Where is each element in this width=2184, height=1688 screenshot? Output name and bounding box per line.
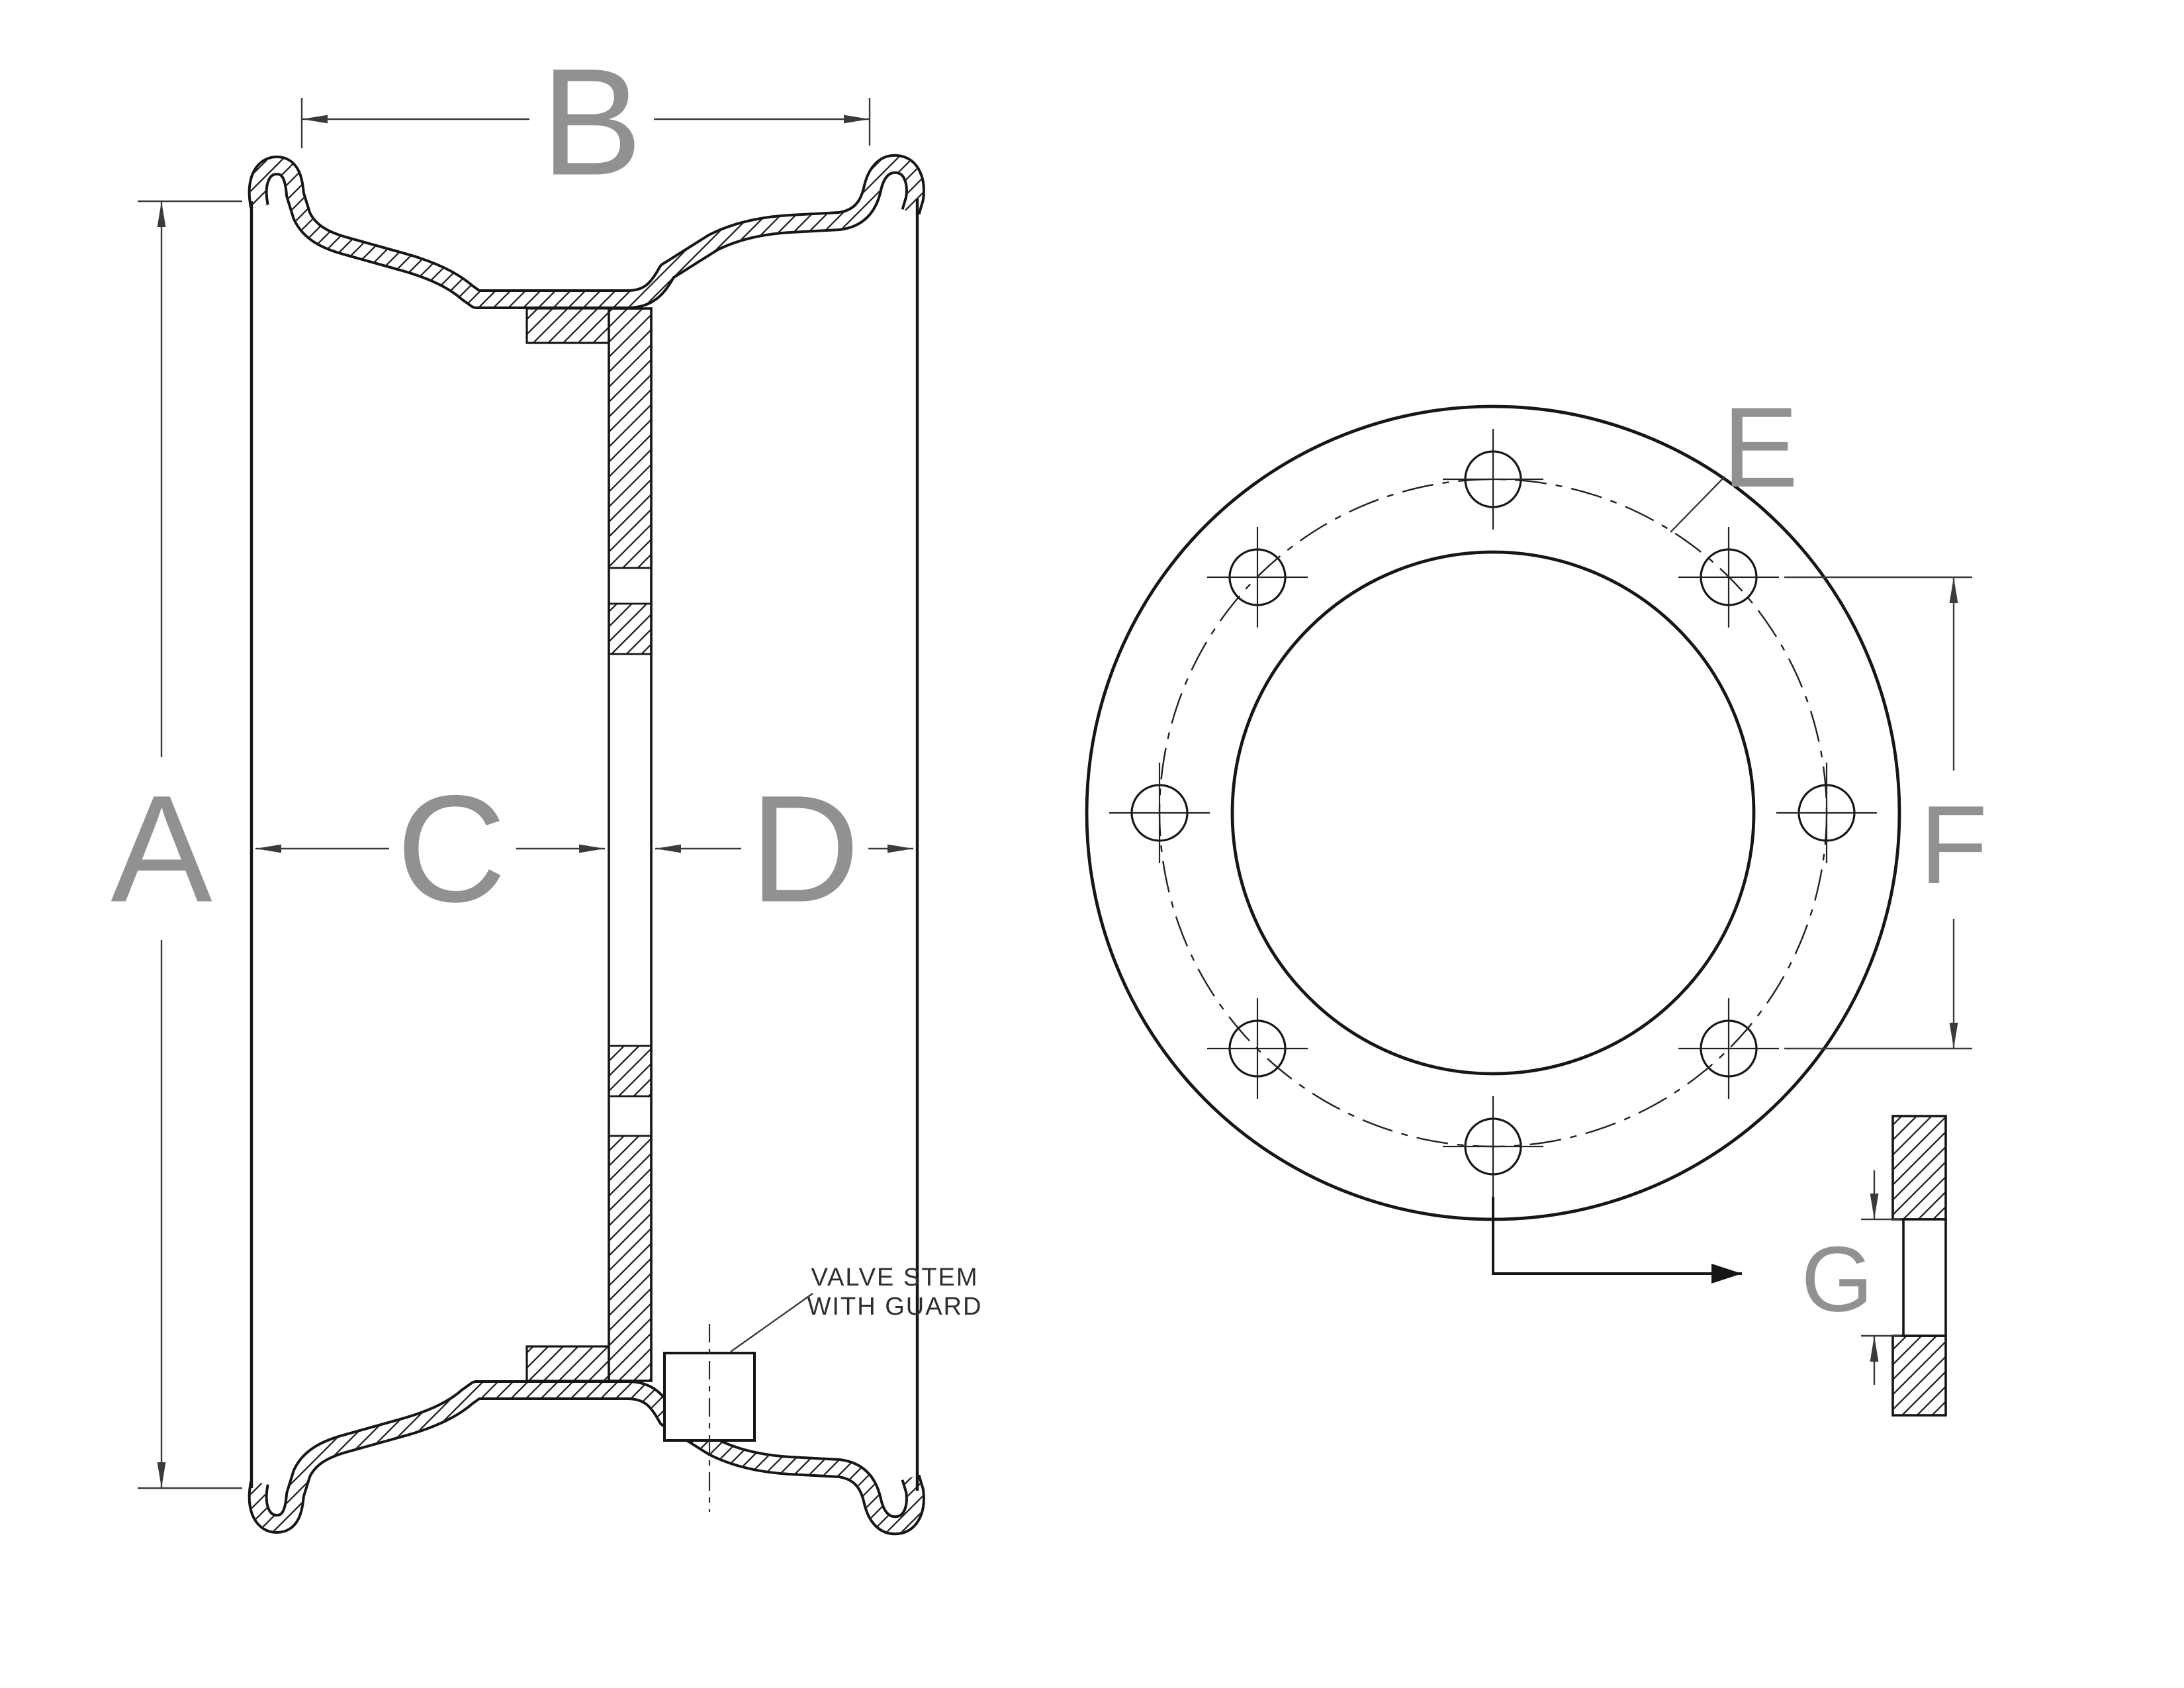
bolt-hole xyxy=(1776,763,1877,863)
dim-f: F xyxy=(1784,576,1988,1050)
detail-bottom-block xyxy=(1891,1335,1947,1417)
valve-leader-line xyxy=(730,1293,813,1352)
disc-bottom-flange-block xyxy=(525,1345,610,1382)
bolt-circle xyxy=(1158,478,1828,1148)
dim-label-c: C xyxy=(396,764,506,934)
bottom-rim-profile xyxy=(258,1390,915,1525)
detail-bolt-hole-section xyxy=(1902,1218,1947,1337)
bolt-hole xyxy=(1678,998,1779,1099)
disc-hatch-segment xyxy=(608,1045,653,1098)
bolt-circle-leader xyxy=(1670,476,1725,533)
dim-e: E xyxy=(1670,384,1799,533)
valve-stem xyxy=(663,1324,756,1512)
section-cut-arrow xyxy=(1492,1197,1742,1284)
bolt-hole xyxy=(1678,527,1779,628)
dim-label-g: G xyxy=(1801,1227,1874,1331)
disc-hatch-segment xyxy=(608,307,653,569)
dim-b: B xyxy=(300,37,871,207)
disc-hatch-segment xyxy=(608,602,653,655)
section-view: A B C D VALVE STEM WITH GUARD xyxy=(111,37,983,1526)
valve-annotation-line2: WITH GUARD xyxy=(807,1293,983,1321)
dim-g: G xyxy=(1801,1170,1901,1385)
valve-annotation-line1: VALVE STEM xyxy=(811,1264,979,1291)
dim-label-e: E xyxy=(1723,384,1799,511)
dim-a: A xyxy=(111,200,242,1489)
dim-label-a: A xyxy=(111,764,212,934)
bolt-hole xyxy=(1443,429,1543,530)
dim-label-b: B xyxy=(541,37,642,207)
valve-annotation: VALVE STEM WITH GUARD xyxy=(730,1264,983,1352)
bolt-hole xyxy=(1207,527,1308,628)
disc-top-flange-block xyxy=(525,307,610,344)
front-view: E F xyxy=(1085,384,1988,1284)
detail-top-block xyxy=(1891,1115,1947,1221)
dim-label-f: F xyxy=(1920,782,1988,907)
dim-c: C xyxy=(255,764,605,934)
dim-label-d: D xyxy=(750,764,860,934)
disc-hatch-segment xyxy=(608,1135,653,1382)
bolt-hole xyxy=(1109,763,1210,863)
hub-bore-circle xyxy=(1230,550,1756,1076)
bolt-hole xyxy=(1443,1096,1543,1197)
bolt-hole xyxy=(1207,998,1308,1099)
dim-d: D xyxy=(655,764,913,934)
center-disc xyxy=(525,307,653,1382)
flange-section-detail: G xyxy=(1801,1115,1947,1417)
